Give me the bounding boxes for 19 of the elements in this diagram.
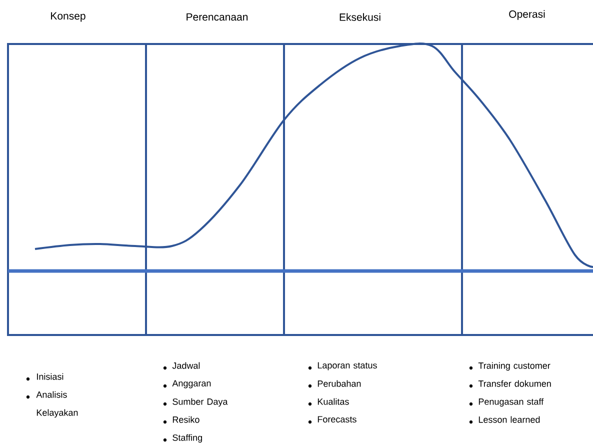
list-item: Analisis Kelayakan [36, 391, 78, 418]
list-item: Forecasts [318, 416, 356, 422]
list-item: Staffing [172, 434, 202, 443]
list-item: Sumber Daya [172, 398, 228, 407]
list-item: Perubahan [318, 380, 361, 387]
list-item: Training customer [478, 362, 550, 371]
list-item: Kualitas [318, 398, 349, 405]
phase-heading: Perencanaan [186, 13, 248, 21]
phase-heading: Eksekusi [340, 13, 380, 21]
list-item: Anggaran [172, 380, 211, 388]
phase-heading: Operasi [509, 10, 545, 20]
list-item: Lesson learned [478, 416, 540, 423]
list-item: Inisiasi [37, 373, 64, 380]
list-item: Jadwal [172, 362, 200, 369]
list-item: Transfer dokumen [478, 380, 551, 387]
list-item: Penugasan staff [478, 398, 544, 407]
phase-heading: Konsep [51, 12, 86, 22]
list-item: Resiko [172, 416, 200, 423]
list-item: Laporan status [318, 362, 377, 370]
